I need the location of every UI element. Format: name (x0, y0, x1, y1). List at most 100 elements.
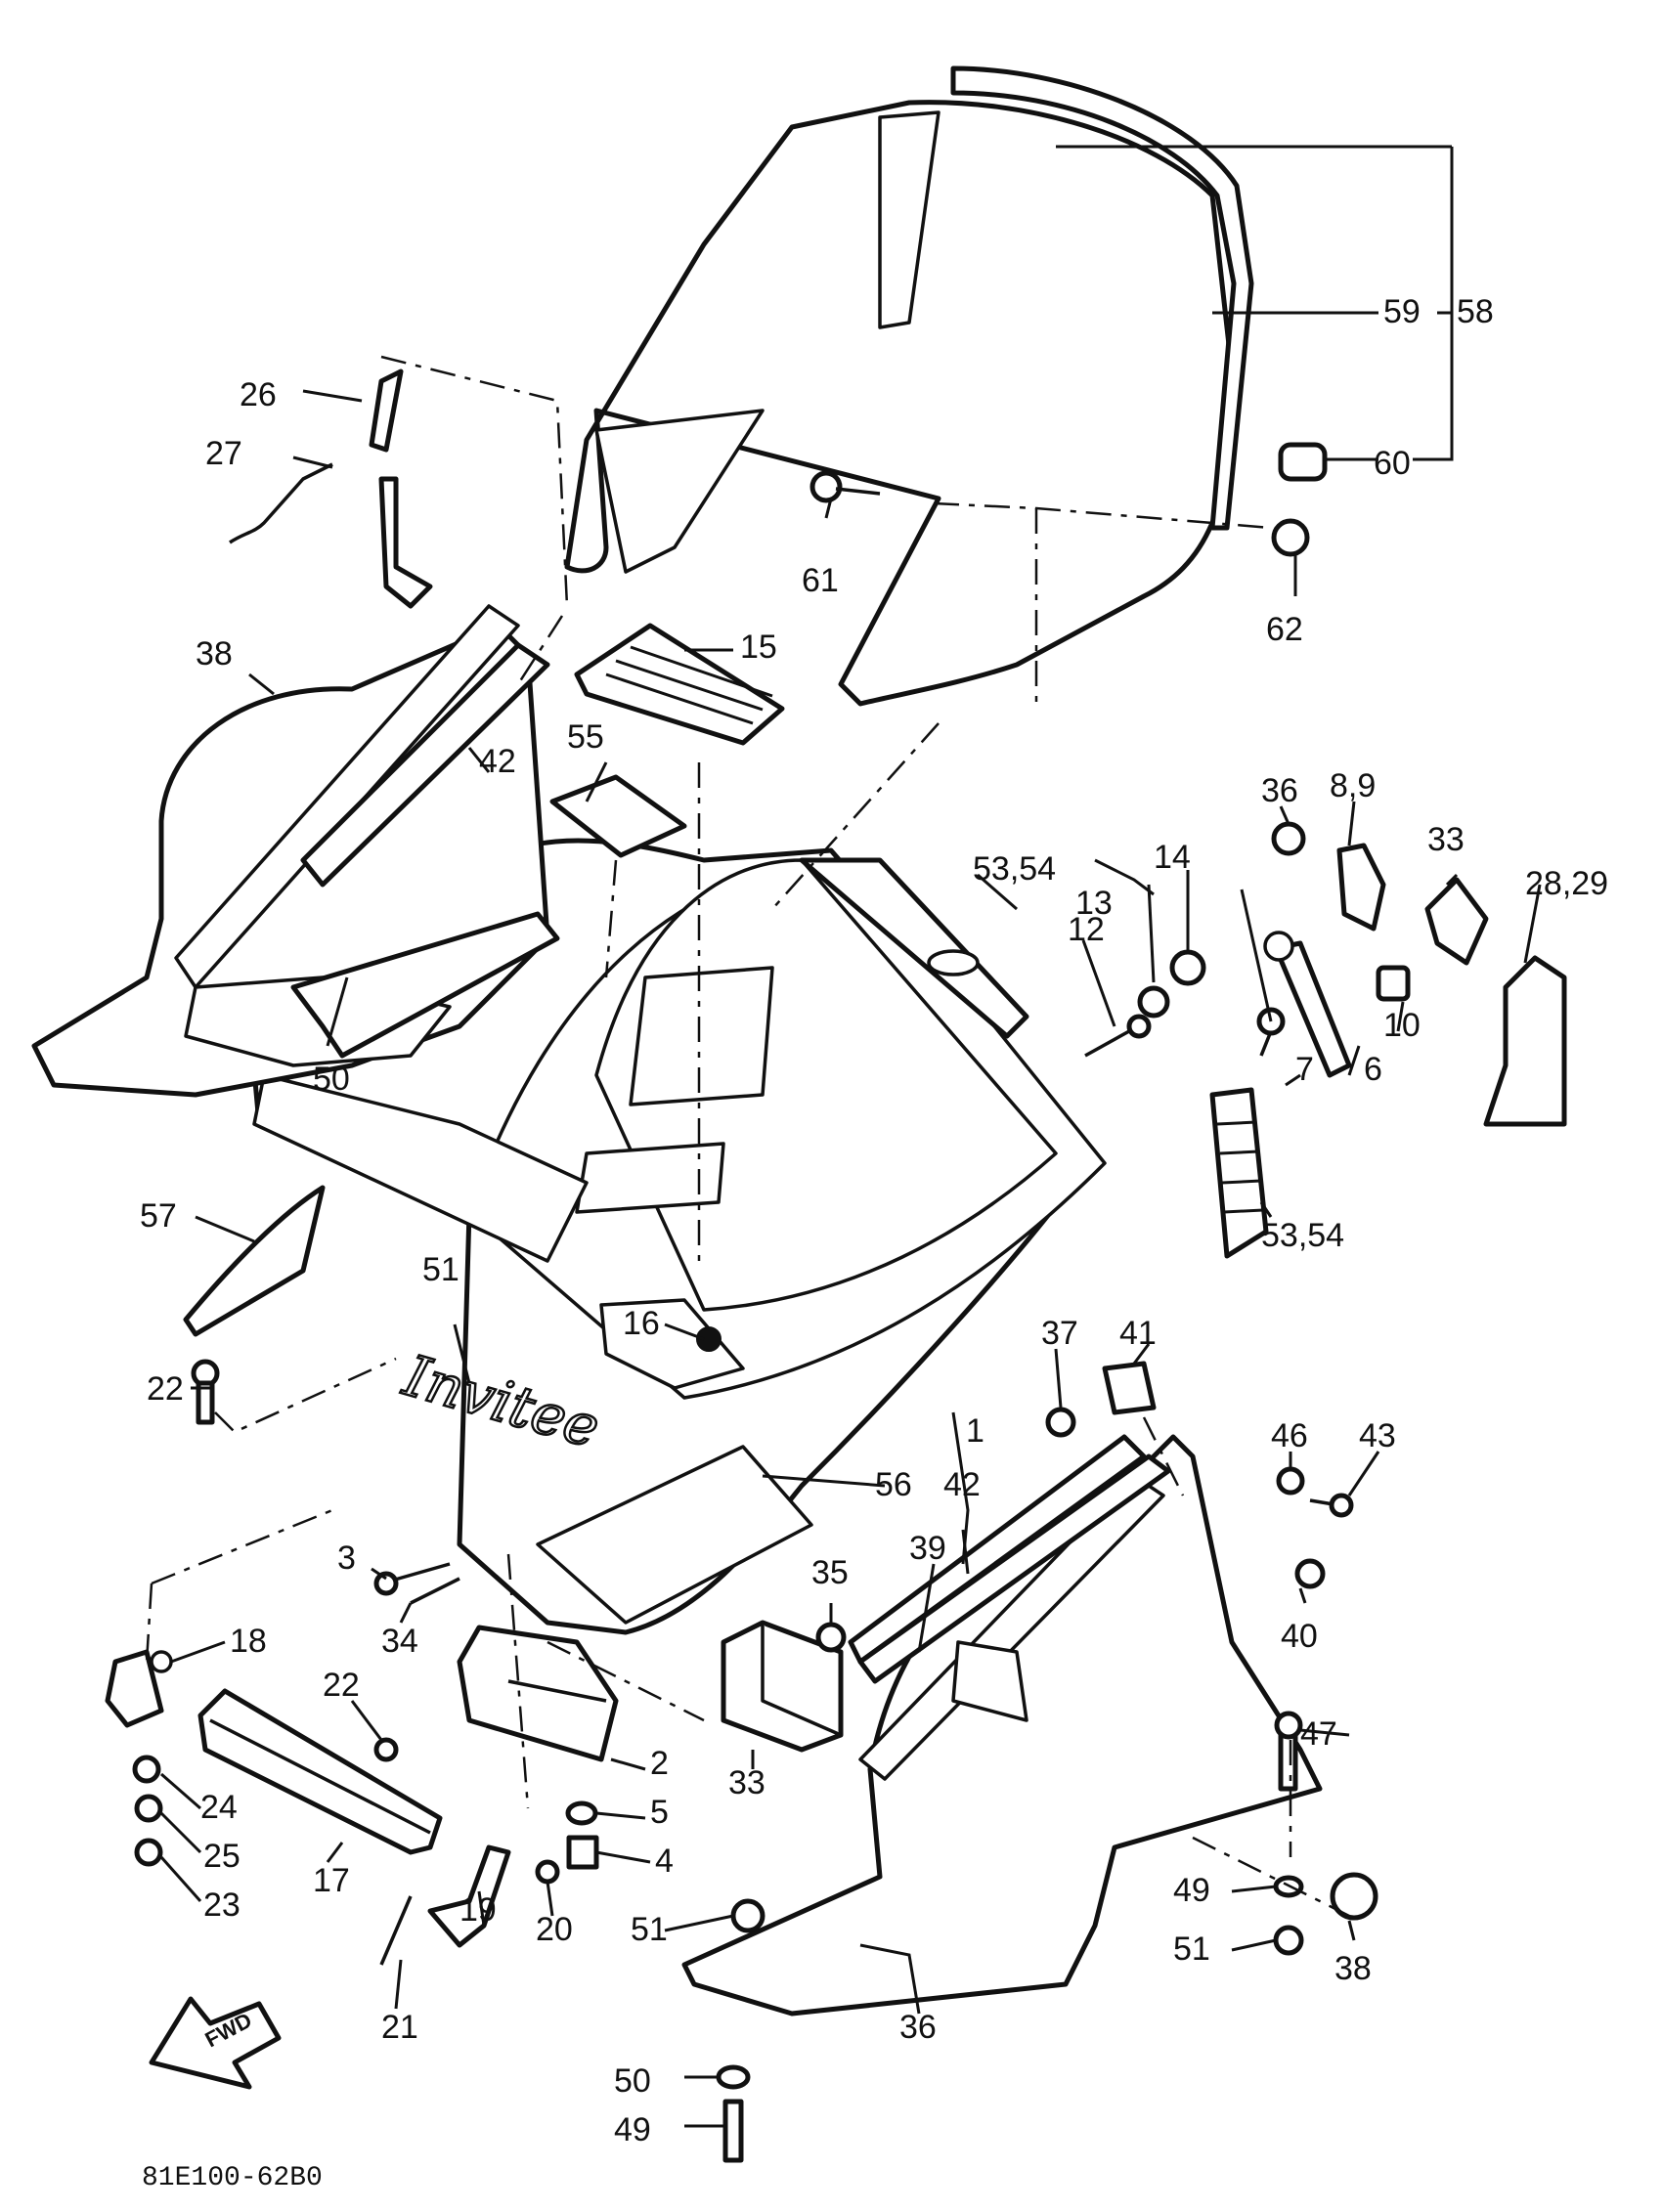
callout-18: 19 (459, 1891, 497, 1929)
callout-16: 17 (313, 1862, 350, 1899)
hood-hinge-arm-6 (1263, 931, 1352, 1078)
front-bumper-16 (197, 1688, 443, 1855)
bushing-4 (566, 1835, 599, 1870)
callout-1: 1 (966, 1412, 984, 1450)
hood-decal-56 (799, 857, 1029, 1039)
callout-53-54: 53,54 (1261, 1217, 1344, 1254)
callout-14: 15 (740, 629, 777, 666)
callout-11: 12 (1068, 911, 1105, 948)
callout-27: 27 (205, 435, 242, 472)
callout-15: 16 (623, 1305, 660, 1342)
right-vent-53-54 (1209, 1087, 1269, 1259)
callout-22: 22 (147, 1370, 184, 1408)
windshield-screw-63 (809, 470, 881, 503)
grommet-40 (1045, 1407, 1076, 1438)
bolt-49 (722, 2099, 744, 2163)
callout-35: 35 (811, 1554, 849, 1591)
bracket-18 (427, 1844, 511, 1948)
hinge-grommet-32 (1271, 821, 1306, 856)
callout-57: 55 (567, 718, 604, 756)
callout-41: 42 (479, 743, 516, 780)
callout-33: 33 (728, 1764, 765, 1801)
side-cover-28-29 (1483, 955, 1567, 1127)
callout-60: 58 (1457, 293, 1494, 330)
windshield (564, 65, 1254, 707)
callout-7: 7 (1295, 1051, 1314, 1088)
callout-43: 40 (1281, 1618, 1318, 1655)
callout-47: 46 (1271, 1417, 1308, 1454)
callout-64: 62 (1266, 611, 1303, 648)
callout-42: 42 (943, 1466, 981, 1503)
latch-hook-30-31 (1424, 877, 1489, 966)
callout-24: 24 (200, 1789, 238, 1826)
callout-labels: 59 58 60 61 62 15 55 38 42 50 26 27 53,5… (140, 293, 1608, 2148)
windshield-nut-64 (1271, 518, 1310, 557)
hinge-bushing-13 (1169, 949, 1206, 986)
hood-emblem-15 (599, 1298, 745, 1390)
callout-62: 60 (1374, 445, 1411, 482)
front-bracket-17 (105, 1649, 173, 1728)
callout-55: 51 (422, 1251, 459, 1288)
callout-44-45: 41 (1119, 1315, 1157, 1352)
reinforcement-strip-42 (848, 1434, 1147, 1665)
callout-63: 61 (802, 562, 839, 599)
clip-43 (1294, 1558, 1326, 1589)
callout-32: 36 (1261, 772, 1298, 809)
hinge-bolt-11 (1084, 1014, 1152, 1058)
callout-37: 38 (196, 635, 233, 672)
washer-50-left (716, 2064, 751, 2090)
callout-20: 21 (381, 2009, 418, 2046)
nut-51-left (730, 1898, 765, 1933)
callout-17: 18 (230, 1623, 267, 1660)
diagram-code: 81E100-62B0 (142, 2163, 323, 2193)
callout-61: 59 (1383, 293, 1421, 330)
left-bracket-52 (290, 911, 560, 1059)
callout-36: 36 (899, 2009, 937, 2046)
bolt-19 (535, 1859, 560, 1885)
washer-5 (565, 1800, 598, 1826)
headlight-housing-2 (457, 1625, 619, 1762)
lens-59 (183, 1185, 326, 1337)
callout-56: 53,54 (973, 850, 1056, 888)
screw-3 (373, 1562, 451, 1596)
callout-26: 26 (240, 376, 277, 413)
callout-48: 47 (1300, 1715, 1337, 1753)
windshield-fastener-62 (1278, 442, 1328, 482)
callout-52: 50 (313, 1061, 350, 1098)
nut-51-right (1273, 1925, 1304, 1956)
callout-6: 6 (1364, 1051, 1382, 1088)
rubber-block-33 (721, 1620, 844, 1753)
bolt-48 (1274, 1711, 1303, 1792)
main-hood (251, 838, 1107, 1635)
nut-23 (134, 1838, 163, 1867)
callout-51-right: 51 (1173, 1930, 1210, 1968)
spring-20 (379, 1895, 413, 1966)
callout-13: 14 (1154, 839, 1191, 876)
assembly-dash-lines (145, 355, 1350, 1918)
callout-50-left: 50 (614, 2062, 651, 2100)
callout-58: 56 (875, 1466, 912, 1503)
callout-50-right: 49 (1173, 1872, 1210, 1909)
bolt-46 (1309, 1493, 1354, 1518)
callout-34: 34 (381, 1623, 418, 1660)
callout-30-31: 33 (1427, 821, 1465, 858)
callout-4: 4 (655, 1843, 674, 1880)
rivet-34 (410, 1577, 460, 1605)
callout-2: 2 (650, 1745, 669, 1782)
callout-49: 49 (614, 2111, 651, 2148)
callout-5: 5 (650, 1794, 669, 1831)
vent-grille-14 (574, 623, 785, 746)
grommet-38 (1330, 1872, 1378, 1921)
bracket-44-45 (1102, 1361, 1157, 1415)
reinforcement-strip-39 (857, 1453, 1171, 1684)
reinforcement-strip-41 (300, 642, 550, 888)
fwd-arrow: FWD (149, 1996, 282, 2090)
callout-46: 43 (1359, 1417, 1396, 1454)
callout-59: 57 (140, 1197, 177, 1235)
latch-spring-27 (229, 462, 333, 544)
callout-8-9: 8,9 (1330, 767, 1376, 804)
right-side-panel (681, 1434, 1323, 2017)
hood-release-latch-26 (369, 369, 433, 609)
hinge-bracket-8-9 (1336, 843, 1386, 932)
